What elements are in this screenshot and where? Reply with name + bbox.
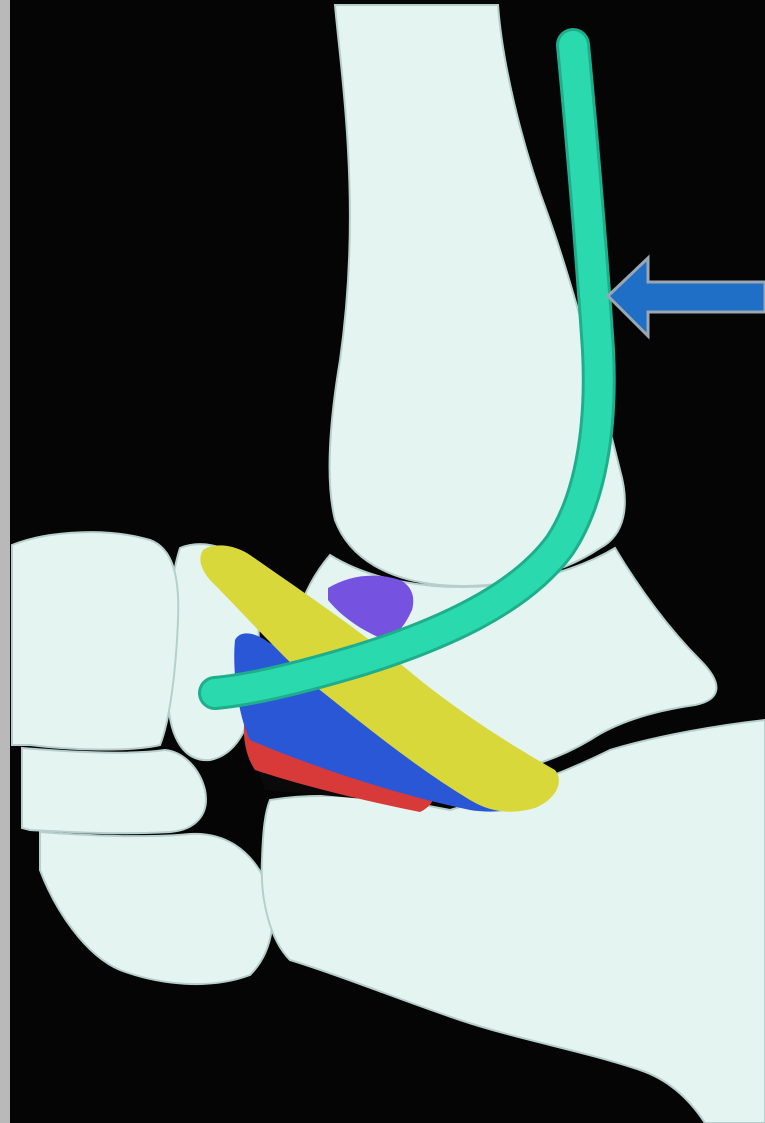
cuneiform-bone-upper (12, 532, 178, 749)
cuneiform-bone-lower (22, 748, 206, 833)
left-frame-edge (0, 0, 10, 1123)
